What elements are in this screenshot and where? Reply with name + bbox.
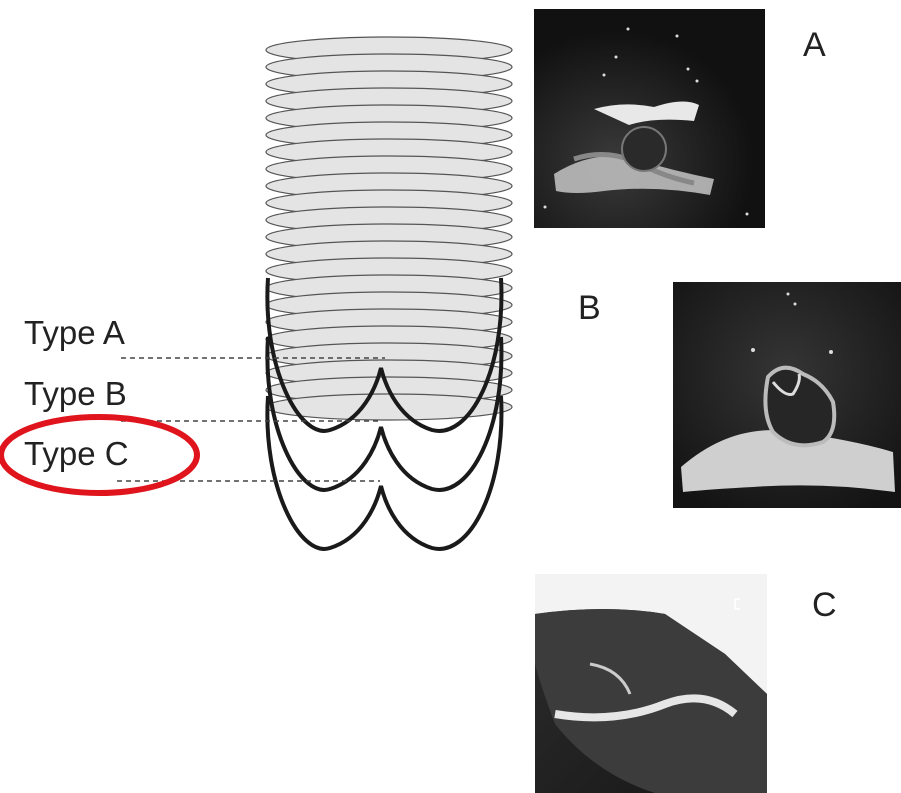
echo-image-c	[535, 574, 767, 793]
panel-a-letter: A	[803, 28, 826, 62]
echo-image-b	[673, 282, 901, 508]
panel-c-letter: C	[812, 588, 837, 622]
echo-image-a	[534, 9, 765, 228]
type-b-label: Type B	[24, 377, 127, 410]
panel-b-letter: B	[578, 291, 601, 325]
aortic-wall-rings	[266, 37, 512, 420]
type-a-label: Type A	[24, 316, 125, 349]
type-c-label: Type C	[24, 437, 129, 470]
